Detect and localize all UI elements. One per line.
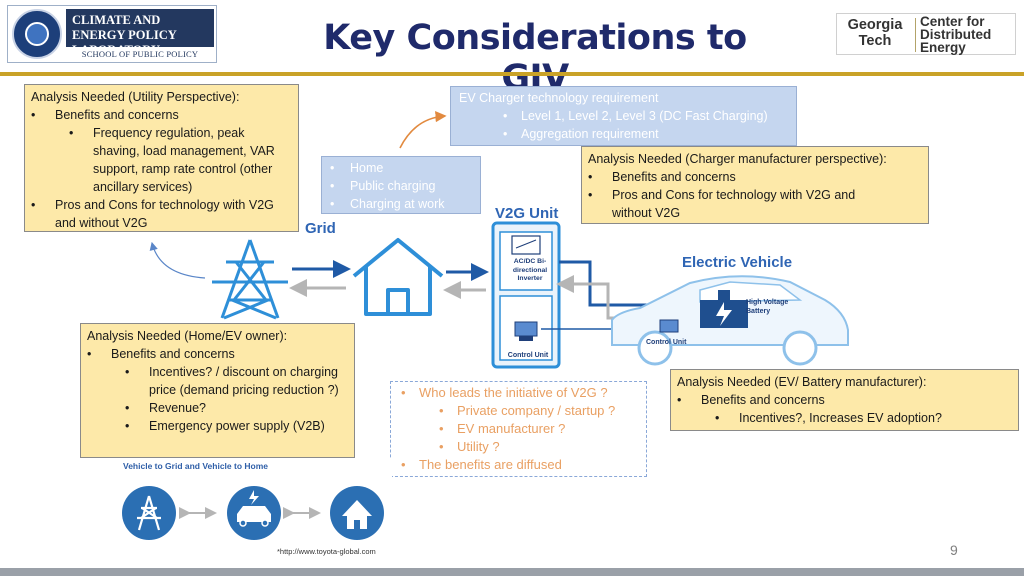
battery-bolt-icon <box>700 290 748 328</box>
school-name: SCHOOL OF PUBLIC POLICY <box>81 49 199 59</box>
utility-item: •Benefits and concerns <box>31 108 179 122</box>
lab-logo: CLIMATE AND ENERGY POLICY LABORATORY SCH… <box>7 5 217 63</box>
lab-name: CLIMATE AND ENERGY POLICY LABORATORY <box>66 9 214 57</box>
header-rule <box>0 72 1024 76</box>
georgia-tech-logo-text: Georgia Tech <box>847 17 903 49</box>
utility-perspective-box: Analysis Needed (Utility Perspective): •… <box>24 84 299 232</box>
toyota-icons <box>122 486 384 540</box>
utility-item: •Pros and Cons for technology with V2G a… <box>31 198 274 230</box>
toyota-v2g-image: Vehicle to Grid and Vehicle to Home *htt… <box>117 458 392 558</box>
charger-tech-subitem: •Aggregation requirement <box>503 127 659 141</box>
initiative-option: •EV manufacturer ? <box>439 421 566 436</box>
electric-vehicle-label: Electric Vehicle <box>682 254 793 271</box>
toyota-caption: Vehicle to Grid and Vehicle to Home <box>123 461 269 471</box>
charger-technology-box: EV Charger technology requirement •Level… <box>450 86 797 146</box>
curved-arrow-orange <box>399 111 447 149</box>
initiative-question-box: •Who leads the initiative of V2G ? •Priv… <box>390 381 647 477</box>
charging-station-icon <box>491 221 561 369</box>
home-owner-box: Analysis Needed (Home/EV owner): •Benefi… <box>80 323 355 458</box>
charger-tech-heading: EV Charger technology requirement <box>459 91 659 105</box>
charging-location-item: •Home <box>330 161 384 175</box>
seal-icon <box>12 9 62 59</box>
home-owner-subitem: •Emergency power supply (V2B) <box>125 419 325 433</box>
globe-icon <box>25 22 49 46</box>
charging-locations-box: •Home •Public charging •Charging at work <box>321 156 481 214</box>
charging-location-item: •Public charging <box>330 179 436 193</box>
transmission-tower-icon <box>212 239 288 320</box>
home-owner-item: •Benefits and concerns <box>87 347 235 361</box>
home-owner-subitem: •Incentives? / discount on charging pric… <box>125 365 339 397</box>
partner-logo: Georgia Tech Center for Distributed Ener… <box>836 13 1016 55</box>
initiative-question: •Who leads the initiative of V2G ? <box>401 385 608 400</box>
home-owner-heading: Analysis Needed (Home/EV owner): <box>87 329 288 343</box>
ev-control-unit-label: Control Unit <box>646 339 687 346</box>
footer-bar <box>0 568 1024 576</box>
charger-mfr-item: •Pros and Cons for technology with V2G a… <box>588 188 856 220</box>
home-circle-icon <box>330 486 384 540</box>
charger-mfr-heading: Analysis Needed (Charger manufacturer pe… <box>588 152 887 166</box>
utility-subitem: •Frequency regulation, peak shaving, loa… <box>69 126 275 194</box>
utility-heading: Analysis Needed (Utility Perspective): <box>31 90 240 104</box>
charging-location-item: •Charging at work <box>330 197 445 211</box>
toyota-credit: *http://www.toyota-global.com <box>277 547 376 556</box>
initiative-note: •The benefits are diffused <box>401 457 562 472</box>
charger-mfr-item: •Benefits and concerns <box>588 170 736 184</box>
logo-divider <box>915 18 916 52</box>
v2g-unit-label: V2G Unit <box>495 205 559 222</box>
battery-mfr-subitem: •Incentives?, Increases EV adoption? <box>715 411 942 425</box>
battery-mfr-item: •Benefits and concerns <box>677 393 825 407</box>
curved-arrow-blue <box>149 241 206 279</box>
inverter-label: AC/DC Bi-directional Inverter <box>512 258 548 282</box>
battery-mfr-heading: Analysis Needed (EV/ Battery manufacture… <box>677 375 927 389</box>
initiative-option: •Utility ? <box>439 439 500 454</box>
charger-tech-subitem: •Level 1, Level 2, Level 3 (DC Fast Char… <box>503 109 768 123</box>
v2g-control-unit-label: Control Unit <box>507 352 549 359</box>
center-logo-text: Center for Distributed Energy <box>920 14 992 55</box>
battery-label: High Voltage Battery <box>746 299 789 315</box>
grid-label: Grid <box>305 220 336 237</box>
battery-manufacturer-box: Analysis Needed (EV/ Battery manufacture… <box>670 369 1019 431</box>
charger-manufacturer-box: Analysis Needed (Charger manufacturer pe… <box>581 146 929 224</box>
tower-circle-icon <box>122 486 176 540</box>
car-circle-icon <box>227 486 281 540</box>
initiative-option: •Private company / startup ? <box>439 403 616 418</box>
page-number: 9 <box>950 542 958 558</box>
home-owner-subitem: •Revenue? <box>125 401 206 415</box>
house-icon <box>352 238 444 316</box>
